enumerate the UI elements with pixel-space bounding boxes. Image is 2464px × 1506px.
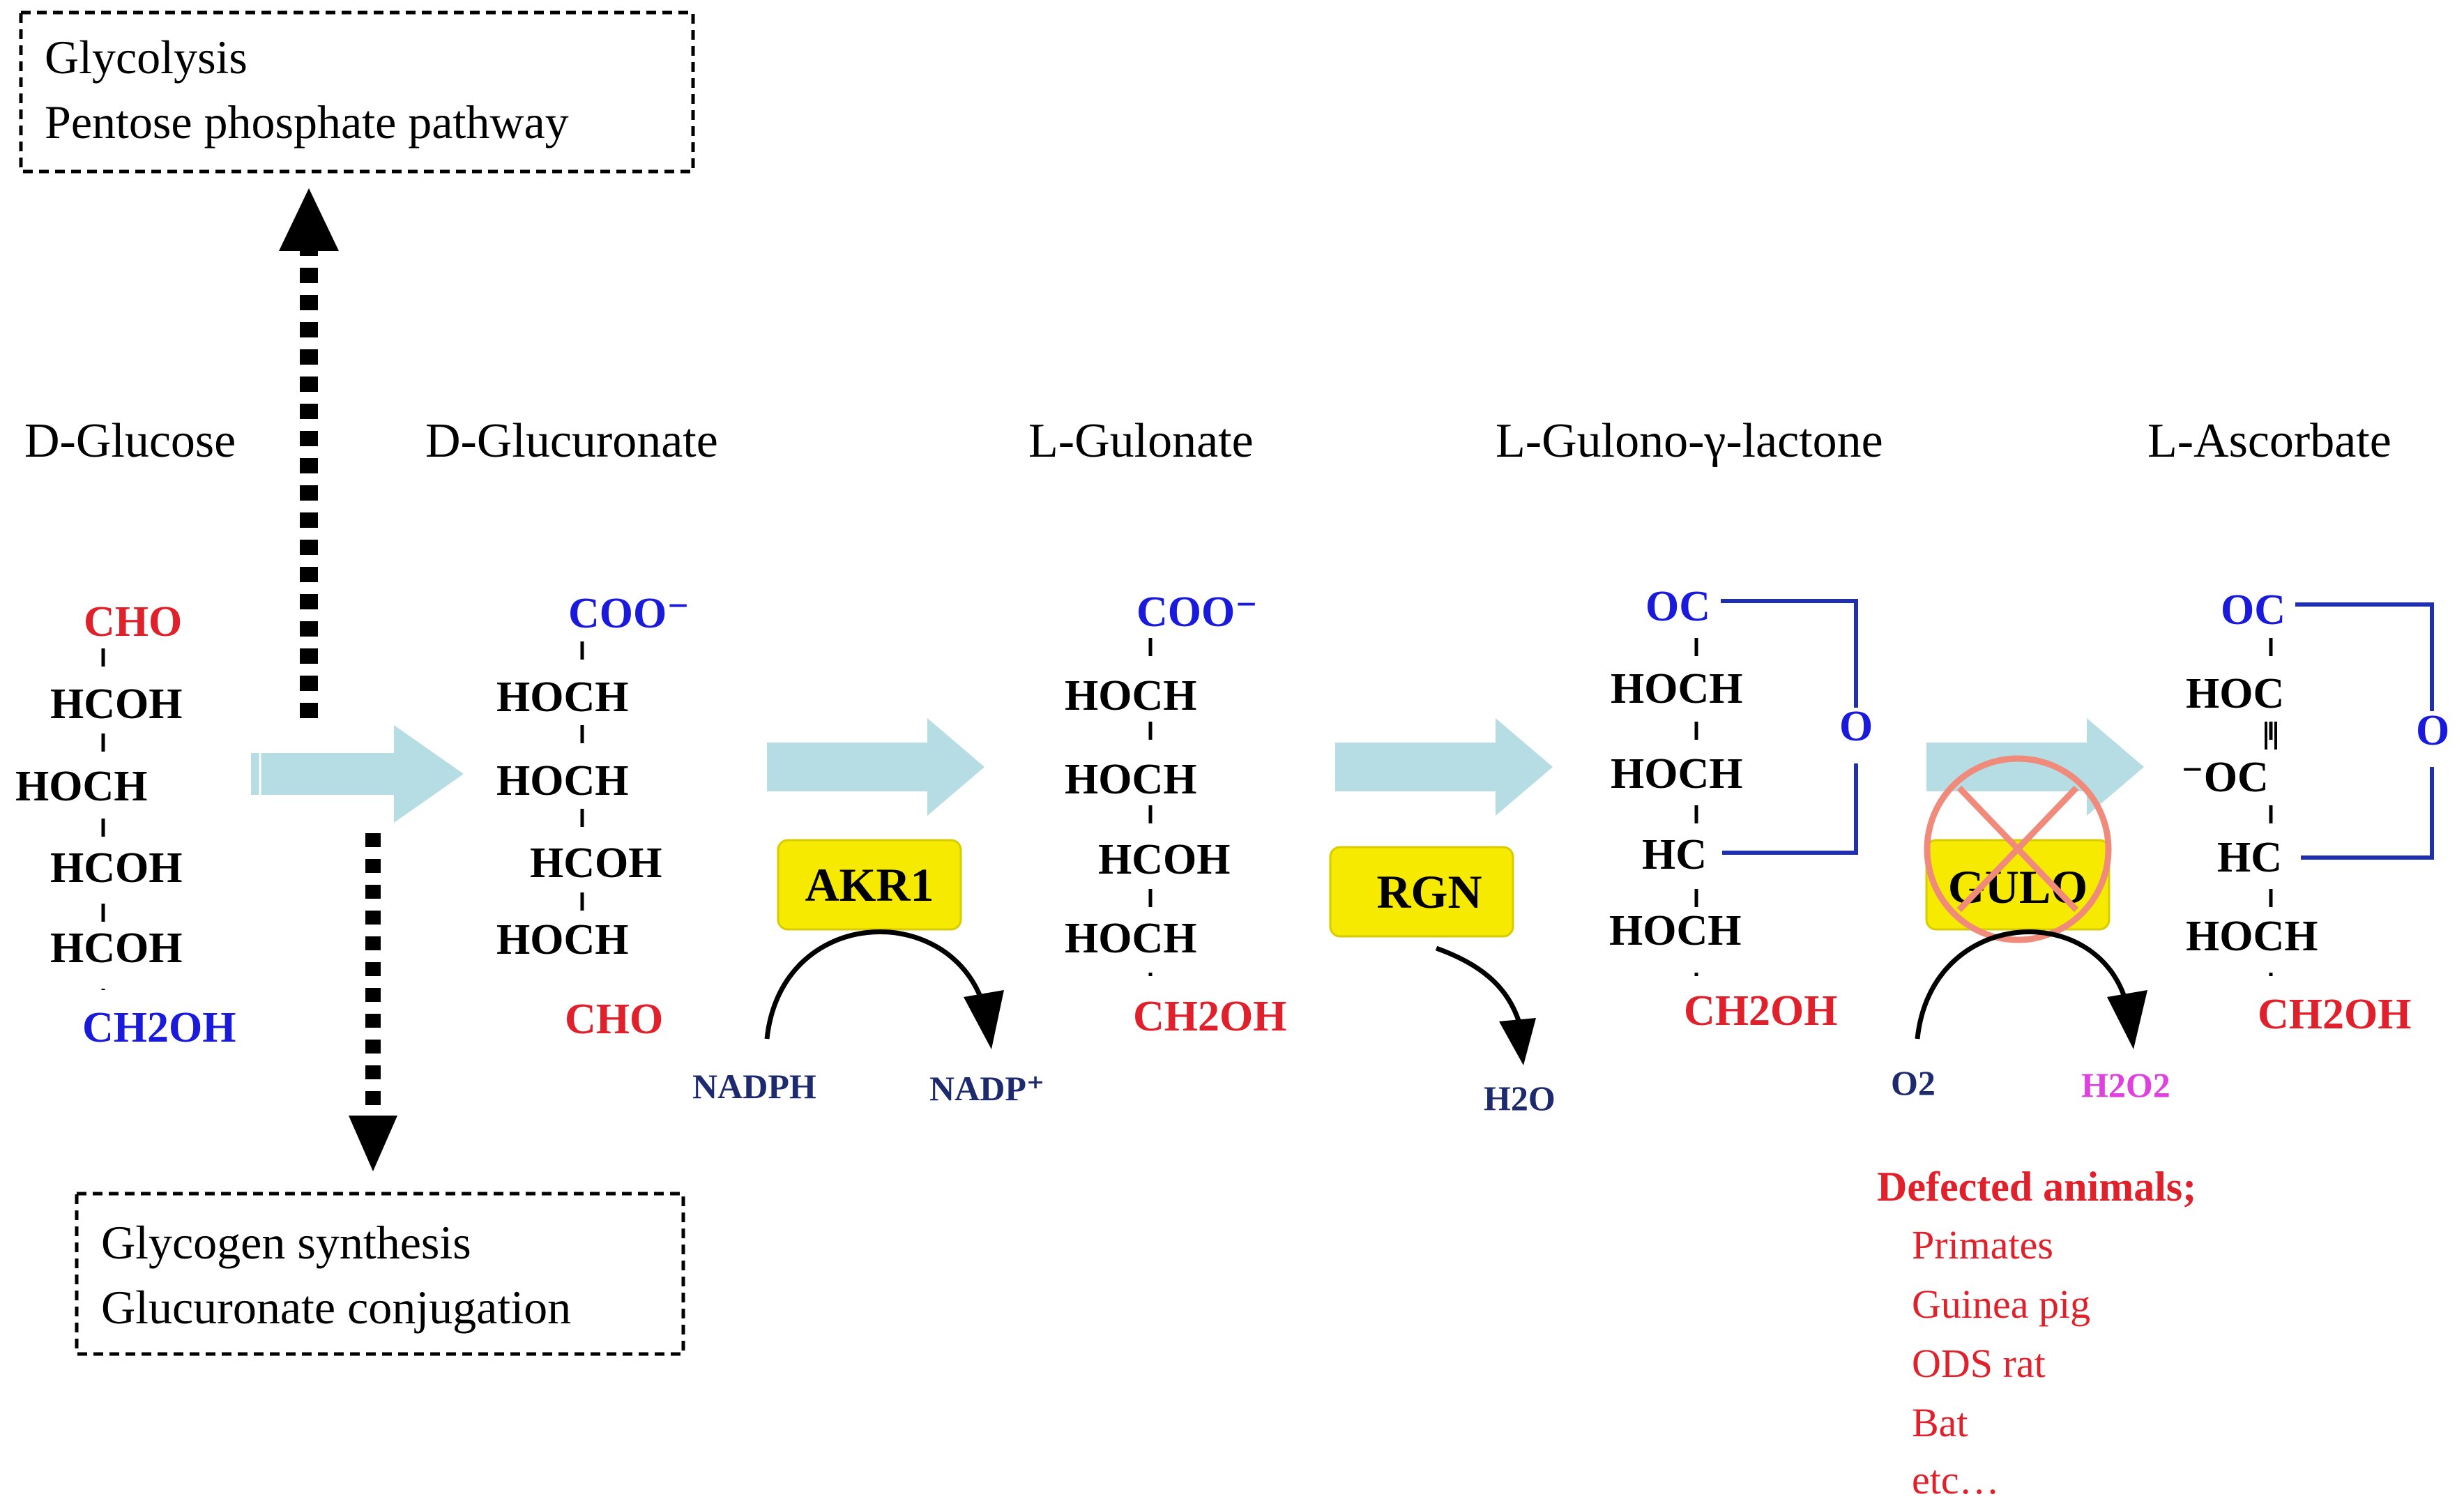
akr1-curve-head: [964, 990, 1004, 1049]
rgn-curve-head: [1499, 1018, 1536, 1065]
gulo-product: H2O2: [2081, 1065, 2170, 1104]
ascorbate-row-1: HOC: [2186, 670, 2284, 717]
gulo-substrate: O2: [1891, 1063, 1936, 1102]
defected-item-primates: Primates: [1912, 1222, 2053, 1268]
bottom-pathway-box: Glycogen synthesis Glucuronate conjugati…: [75, 1192, 685, 1356]
glucuronate-row-4: HOCH: [496, 916, 628, 964]
gulonate-top-group: COO⁻: [1136, 588, 1258, 636]
arrow-down-head: [349, 1116, 397, 1171]
dotted-arrow-up: [279, 188, 339, 718]
ascorbate-row-2: ⁻OC: [2181, 754, 2269, 801]
glucuronate-row-3: HCOH: [530, 839, 662, 887]
dotted-arrow-down: [349, 833, 397, 1171]
compound-name-l-ascorbate: L-Ascorbate: [2147, 414, 2391, 468]
ascorbate-ring-oxygen: O: [2416, 707, 2449, 754]
structure-l-gulono-lactone: OC HOCH HOCH HC HOCH CH2OH O: [1609, 583, 1873, 1035]
box-line-glucuronate-conjugation: Glucuronate conjugation: [101, 1281, 571, 1334]
box-line-glycolysis: Glycolysis: [45, 31, 248, 84]
lactone-row-4: HOCH: [1609, 907, 1741, 954]
gulonate-row-2: HOCH: [1065, 756, 1196, 803]
structure-l-ascorbate: OC HOC ⁻OC HC HOCH CH2OH O: [2181, 586, 2449, 1038]
enzyme-gulo: GULO O2 H2O2: [1891, 755, 2170, 1104]
defected-item-guinea-pig: Guinea pig: [1912, 1281, 2090, 1327]
ascorbate-row-3: HC: [2217, 834, 2282, 881]
akr1-substrate: NADPH: [692, 1067, 816, 1106]
enzyme-rgn: RGN H2O: [1329, 846, 1556, 1118]
ascorbate-row-4: HOCH: [2186, 913, 2318, 960]
glucose-bottom-group: CH2OH: [82, 1004, 236, 1051]
box-line-pentose-phosphate: Pentose phosphate pathway: [45, 96, 569, 149]
reaction-arrow-3: [1335, 718, 1553, 816]
rgn-product-curve: [1435, 945, 1523, 1026]
enzyme-label-akr1: AKR1: [805, 858, 934, 911]
ascorbate-ring-upper: [2295, 602, 2434, 711]
lactone-top-group: OC: [1645, 583, 1710, 630]
lactone-bottom-group: CH2OH: [1684, 987, 1837, 1035]
compound-name-d-glucuronate: D-Glucuronate: [425, 414, 718, 468]
defected-item-etc: etc…: [1912, 1457, 2000, 1503]
gulo-curve-head: [2107, 990, 2147, 1049]
defected-animals-list: Defected animals; Primates Guinea pig OD…: [1877, 1164, 2196, 1503]
lactone-row-1: HOCH: [1611, 665, 1742, 713]
compound-name-d-glucose: D-Glucose: [24, 414, 236, 468]
enzyme-label-rgn: RGN: [1376, 865, 1482, 918]
enzyme-label-gulo: GULO: [1948, 860, 2087, 913]
structure-l-gulonate: COO⁻ HOCH HOCH HCOH HOCH CH2OH: [1065, 588, 1286, 1040]
glucuronate-row-2: HOCH: [496, 757, 628, 805]
defected-item-bat: Bat: [1912, 1400, 1968, 1445]
lactone-ring-lower: [1722, 763, 1858, 855]
defected-title: Defected animals;: [1877, 1164, 2196, 1210]
gulonate-row-4: HOCH: [1065, 915, 1196, 962]
glucuronate-bottom-group: CHO: [565, 996, 663, 1043]
glucose-row-4: HCOH: [50, 925, 182, 972]
gulonate-row-1: HOCH: [1065, 672, 1196, 720]
reaction-arrow-1: [251, 725, 464, 823]
gulonate-bottom-group: CH2OH: [1133, 993, 1286, 1040]
glucose-top-group: CHO: [84, 598, 182, 646]
compound-name-l-gulono-lactone: L-Gulono-γ-lactone: [1496, 414, 1883, 468]
glucose-row-3: HCOH: [50, 844, 182, 892]
ascorbate-bottom-group: CH2OH: [2258, 991, 2411, 1038]
lactone-ring-upper: [1721, 599, 1858, 708]
gulonate-row-3: HCOH: [1098, 836, 1230, 883]
compound-name-l-gulonate: L-Gulonate: [1028, 414, 1254, 468]
lactone-row-3: HC: [1642, 831, 1707, 878]
glucose-row-2: HOCH: [15, 763, 147, 810]
lactone-row-2: HOCH: [1611, 750, 1742, 798]
reaction-arrow-4: [1926, 718, 2144, 816]
akr1-cofactor-curve: [764, 929, 986, 1040]
ascorbate-ring-lower: [2301, 767, 2434, 860]
top-pathway-box: Glycolysis Pentose phosphate pathway: [19, 10, 695, 174]
akr1-product: NADP⁺: [929, 1069, 1044, 1108]
gulo-cofactor-curve: [1915, 929, 2129, 1040]
structure-d-glucuronate: COO⁻ HOCH HOCH HCOH HOCH CHO: [496, 590, 690, 1043]
arrow-up-head: [279, 188, 339, 251]
blocked-cross-icon: [1924, 755, 2112, 943]
lactone-ring-oxygen: O: [1839, 703, 1873, 750]
reaction-arrow-2: [767, 718, 984, 816]
glucuronate-row-1: HOCH: [496, 674, 628, 721]
box-line-glycogen-synthesis: Glycogen synthesis: [101, 1216, 471, 1269]
rgn-product: H2O: [1484, 1079, 1556, 1118]
enzyme-akr1: AKR1 NADPH NADP⁺: [692, 839, 1044, 1108]
glucose-row-1: HCOH: [50, 680, 182, 728]
defected-item-ods-rat: ODS rat: [1912, 1341, 2046, 1386]
ascorbate-top-group: OC: [2221, 586, 2286, 634]
glucuronate-top-group: COO⁻: [568, 590, 690, 637]
structure-d-glucose: CHO HCOH HOCH HCOH HCOH CH2OH: [15, 598, 236, 1051]
